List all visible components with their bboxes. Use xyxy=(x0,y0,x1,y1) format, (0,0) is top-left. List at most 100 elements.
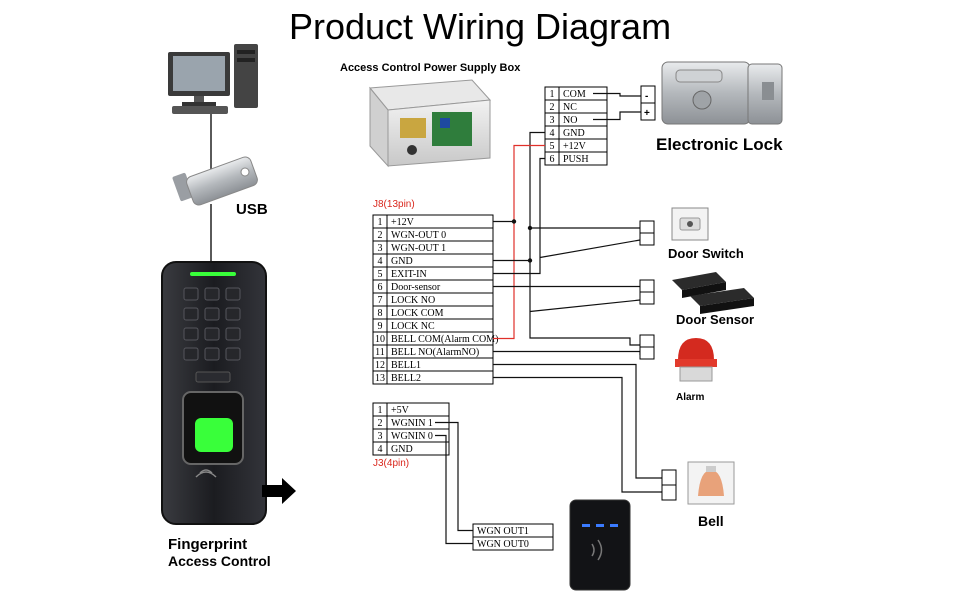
keypad-key[interactable] xyxy=(204,307,220,321)
terminal-name: PUSH xyxy=(563,154,589,165)
terminal-name: +12V xyxy=(391,217,415,228)
keypad-key[interactable] xyxy=(204,327,220,341)
terminal-row: WGN OUT1 xyxy=(472,523,554,538)
alarm-label: Alarm xyxy=(676,392,704,403)
terminal-row: 11 BELL NO(AlarmNO) xyxy=(372,344,494,359)
j8-label: J8(13pin) xyxy=(373,199,415,210)
terminal-name: BELL COM(Alarm COM) xyxy=(391,334,498,345)
door-sensor-icon xyxy=(672,272,754,314)
terminal-number: 5 xyxy=(550,141,555,152)
terminal-row: 5 +12V xyxy=(544,138,608,153)
keypad-key[interactable] xyxy=(225,347,241,361)
terminal-row: 1+5V xyxy=(372,402,450,417)
keypad-key[interactable] xyxy=(225,327,241,341)
fingerprint-device xyxy=(161,261,267,525)
terminal-number: 13 xyxy=(375,373,385,384)
terminal-name: LOCK COM xyxy=(391,308,444,319)
device-label-line1: Fingerprint xyxy=(168,536,247,553)
lock-minus-label: - xyxy=(645,91,648,102)
device-label-line2: Access Control xyxy=(168,553,271,569)
terminal-row: 3 NO xyxy=(544,112,608,127)
terminal-number: 1 xyxy=(378,217,383,228)
terminal-row: 4 GND xyxy=(544,125,608,140)
terminal-name: LOCK NO xyxy=(391,295,435,306)
terminal-number: 11 xyxy=(375,347,385,358)
terminal-name: Door-sensor xyxy=(391,282,441,293)
status-led xyxy=(190,272,236,276)
bell-icon xyxy=(687,461,735,505)
terminal-name: GND xyxy=(391,256,413,267)
terminal-row: WGN OUT0 xyxy=(472,536,554,551)
terminal-name: WGN OUT0 xyxy=(477,539,529,550)
electronic-lock-icon xyxy=(661,61,783,125)
power-box-label: Access Control Power Supply Box xyxy=(340,62,521,74)
door-switch-label: Door Switch xyxy=(668,246,744,261)
terminal-name: WGNIN 0 xyxy=(391,431,433,442)
fingerprint-sensor xyxy=(195,418,233,452)
keypad-key[interactable] xyxy=(225,307,241,321)
terminal-name: COM xyxy=(563,89,586,100)
keypad-key[interactable] xyxy=(225,287,241,301)
terminal-number: 8 xyxy=(378,308,383,319)
terminal-row: 8 LOCK COM xyxy=(372,305,494,320)
terminal-name: BELL NO(AlarmNO) xyxy=(391,347,479,358)
keypad-key[interactable] xyxy=(183,287,199,301)
terminal-row: 10 BELL COM(Alarm COM) xyxy=(372,331,498,346)
terminal-number: 3 xyxy=(378,431,383,442)
keypad xyxy=(183,287,241,361)
terminal-row: 7 LOCK NO xyxy=(372,292,494,307)
terminal-name: GND xyxy=(391,444,413,455)
terminal-number: 9 xyxy=(378,321,383,332)
keypad-key[interactable] xyxy=(183,307,199,321)
door-switch-icon xyxy=(671,207,709,241)
terminal-name: WGN-OUT 0 xyxy=(391,230,446,241)
keypad-key[interactable] xyxy=(183,347,199,361)
terminal-number: 4 xyxy=(378,256,383,267)
terminal-number: 4 xyxy=(378,444,383,455)
terminal-number: 1 xyxy=(378,405,383,416)
computer-icon xyxy=(168,44,258,114)
terminal-name: WGN-OUT 1 xyxy=(391,243,446,254)
terminal-row: 9 LOCK NC xyxy=(372,318,494,333)
bell-label: Bell xyxy=(698,513,724,529)
keypad-key[interactable] xyxy=(204,347,220,361)
terminal-number: 2 xyxy=(378,418,383,429)
terminal-row: 4 GND xyxy=(372,253,494,268)
terminal-name: GND xyxy=(563,128,585,139)
power-supply-box-icon xyxy=(369,79,492,168)
keypad-key[interactable] xyxy=(204,287,220,301)
wires xyxy=(435,92,677,545)
keypad-key[interactable] xyxy=(183,327,199,341)
terminal-row: 2 NC xyxy=(544,99,608,114)
terminal-number: 5 xyxy=(378,269,383,280)
terminal-row: 3 WGN-OUT 1 xyxy=(372,240,494,255)
electronic-lock-label: Electronic Lock xyxy=(656,135,783,154)
alarm-icon xyxy=(675,338,717,382)
terminal-name: +12V xyxy=(563,141,587,152)
terminal-name: LOCK NC xyxy=(391,321,435,332)
terminal-number: 1 xyxy=(550,89,555,100)
arrow-icon xyxy=(262,478,296,504)
door-sensor-label: Door Sensor xyxy=(676,312,754,327)
page-title: Product Wiring Diagram xyxy=(288,6,672,47)
terminal-number: 3 xyxy=(550,115,555,126)
terminal-number: 12 xyxy=(375,360,385,371)
terminal-name: NO xyxy=(563,115,577,126)
terminal-row: 1 +12V xyxy=(372,214,494,229)
terminal-number: 2 xyxy=(550,102,555,113)
terminal-number: 3 xyxy=(378,243,383,254)
terminal-number: 6 xyxy=(550,154,555,165)
terminal-number: 4 xyxy=(550,128,555,139)
terminal-name: NC xyxy=(563,102,577,113)
terminal-number: 10 xyxy=(375,334,385,345)
terminal-number: 7 xyxy=(378,295,383,306)
lock-plus-label: + xyxy=(644,108,650,119)
terminal-row: 3 WGNIN 0 xyxy=(372,428,450,443)
